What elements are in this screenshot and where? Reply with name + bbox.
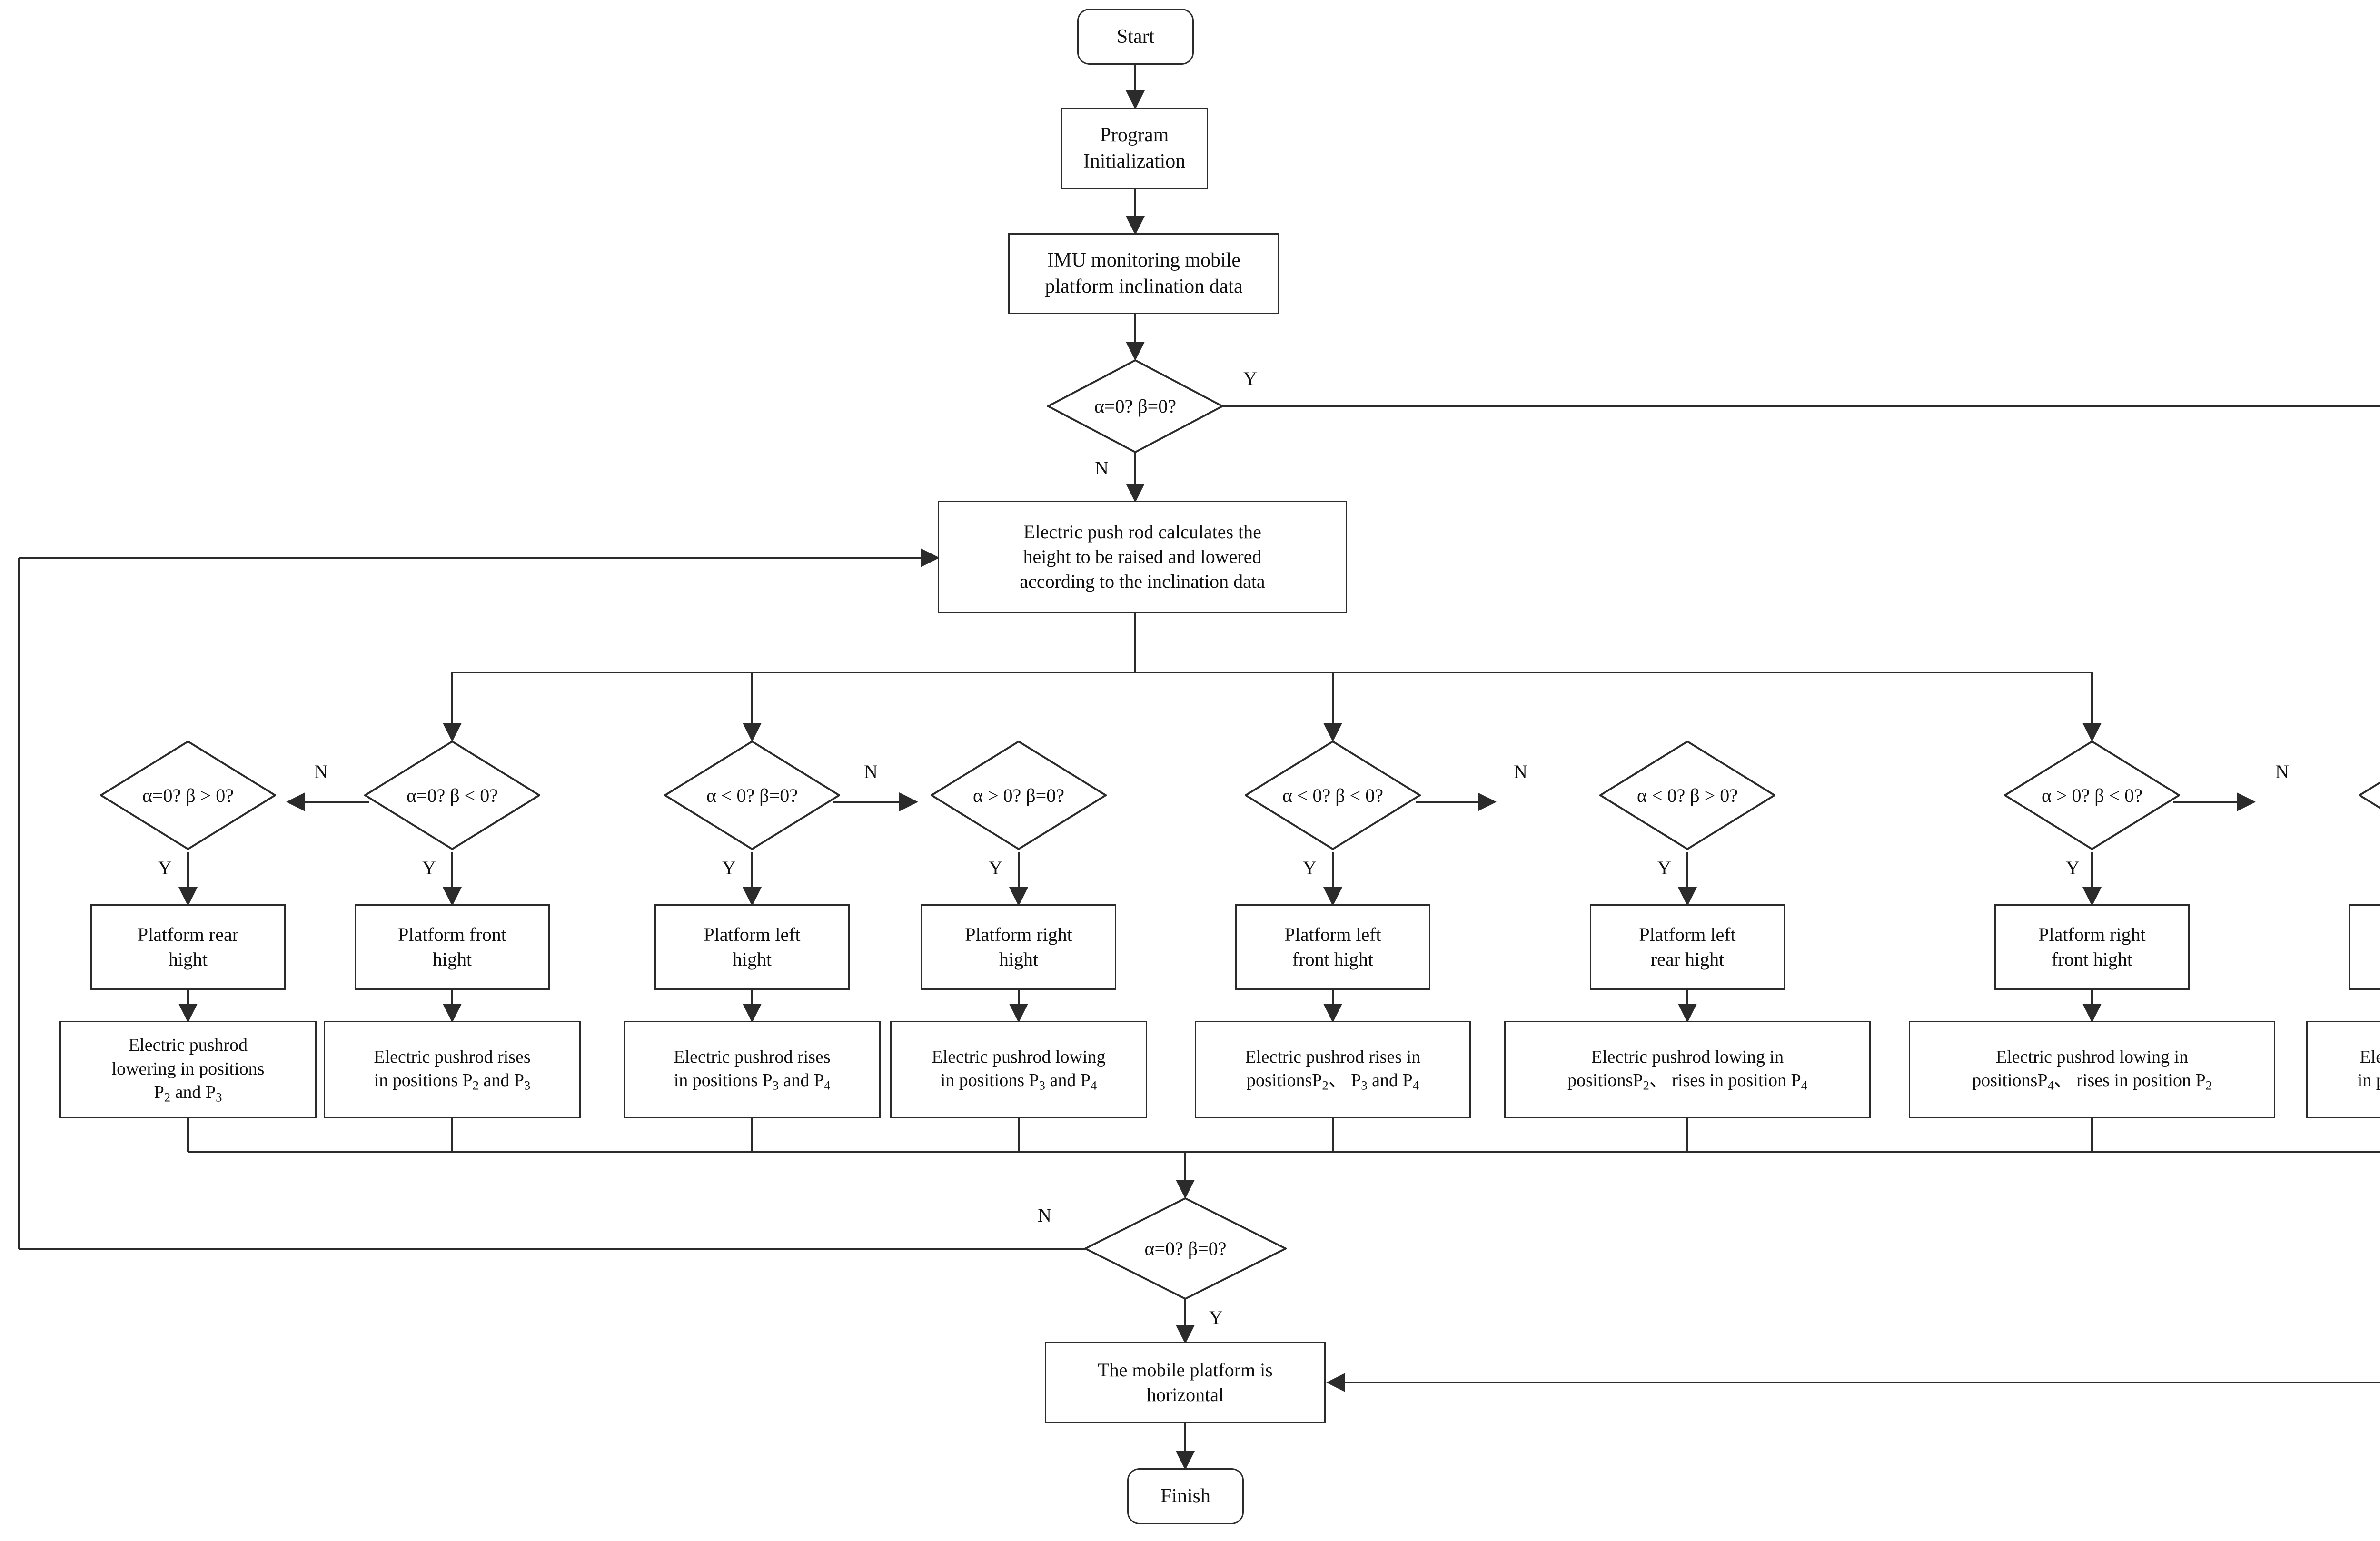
pushrod-calculates-label: Electric push rod calculates the height … <box>1020 521 1265 592</box>
height-box-6: Platform left rear hight <box>1590 904 1785 990</box>
start-label: Start <box>1116 25 1155 48</box>
decision-top-label: α=0? β=0? <box>1094 395 1176 417</box>
height-box-8: Platform right rear hight <box>2349 904 2380 990</box>
decision-d4-label: α > 0? β=0? <box>973 784 1064 806</box>
height-box-2: Platform front hight <box>355 904 550 990</box>
height-box-3: Platform left hight <box>654 904 850 990</box>
edge-label-d6-yes: Y <box>1657 857 1671 879</box>
decision-d2-label: α=0? β < 0? <box>407 784 498 806</box>
decision-d1-label: α=0? β > 0? <box>142 784 234 806</box>
decision-d4: α > 0? β=0? <box>931 741 1107 850</box>
decision-d2: α=0? β < 0? <box>364 741 540 850</box>
terminal-finish: Finish <box>1127 1468 1244 1524</box>
edge-label-pair3-no: N <box>1514 761 1527 782</box>
height-box-5-label: Platform left front hight <box>1284 924 1381 970</box>
edge-label-d4-yes: Y <box>989 857 1002 879</box>
process-imu-monitoring: IMU monitoring mobile platform inclinati… <box>1008 233 1279 314</box>
height-box-6-label: Platform left rear hight <box>1639 924 1736 970</box>
height-box-2-label: Platform front hight <box>398 924 506 970</box>
edge-label-bottom-yes: Y <box>1209 1307 1223 1328</box>
decision-d8: α > 0? β > 0? <box>2359 741 2380 850</box>
decision-d7: α > 0? β < 0? <box>2004 741 2180 850</box>
edge-label-bottom-no: N <box>1038 1205 1051 1226</box>
decision-d5: α < 0? β < 0? <box>1245 741 1421 850</box>
edge-label-pair4-no: N <box>2275 761 2289 782</box>
height-box-3-label: Platform left hight <box>704 924 801 970</box>
height-box-7-label: Platform right front hight <box>2038 924 2146 970</box>
platform-horizontal-label: The mobile platform is horizontal <box>1098 1359 1273 1405</box>
decision-d6: α < 0? β > 0? <box>1599 741 1775 850</box>
decision-bottom-alpha-beta-zero: α=0? β=0? <box>1084 1197 1287 1300</box>
height-box-4: Platform right hight <box>921 904 1116 990</box>
edge-label-d2-yes: Y <box>422 857 436 879</box>
height-box-1: Platform rear hight <box>90 904 286 990</box>
edge-label-pair1-no: N <box>314 761 328 782</box>
decision-d5-label: α < 0? β < 0? <box>1282 784 1383 806</box>
process-platform-horizontal: The mobile platform is horizontal <box>1045 1342 1326 1423</box>
finish-label: Finish <box>1160 1485 1211 1507</box>
terminal-start: Start <box>1077 9 1194 65</box>
edge-label-top-no: N <box>1095 457 1109 479</box>
edge-label-d7-yes: Y <box>2066 857 2080 879</box>
decision-d6-label: α < 0? β > 0? <box>1637 784 1738 806</box>
diamond-shape <box>1047 359 1223 453</box>
decision-d1: α=0? β > 0? <box>100 741 276 850</box>
decision-d3-label: α < 0? β=0? <box>706 784 798 806</box>
decision-d7-label: α > 0? β < 0? <box>2042 784 2142 806</box>
imu-monitoring-label: IMU monitoring mobile platform inclinati… <box>1045 249 1243 297</box>
program-initialization-label: Program Initialization <box>1083 124 1186 172</box>
decision-top-alpha-beta-zero: α=0? β=0? <box>1047 359 1223 453</box>
height-box-1-label: Platform rear hight <box>137 924 239 970</box>
edge-label-d1-yes: Y <box>158 857 172 879</box>
height-box-7: Platform right front hight <box>1994 904 2190 990</box>
edge-label-d5-yes: Y <box>1303 857 1317 879</box>
decision-bottom-label: α=0? β=0? <box>1144 1238 1227 1259</box>
process-pushrod-calculates: Electric push rod calculates the height … <box>938 501 1347 613</box>
height-box-4-label: Platform right hight <box>965 924 1072 970</box>
process-program-initialization: Program Initialization <box>1061 108 1208 189</box>
height-box-5: Platform left front hight <box>1235 904 1430 990</box>
edge-label-top-yes: Y <box>1243 368 1257 389</box>
edge-label-d3-yes: Y <box>722 857 736 879</box>
edge-label-pair2-no: N <box>864 761 878 782</box>
decision-d3: α < 0? β=0? <box>664 741 840 850</box>
